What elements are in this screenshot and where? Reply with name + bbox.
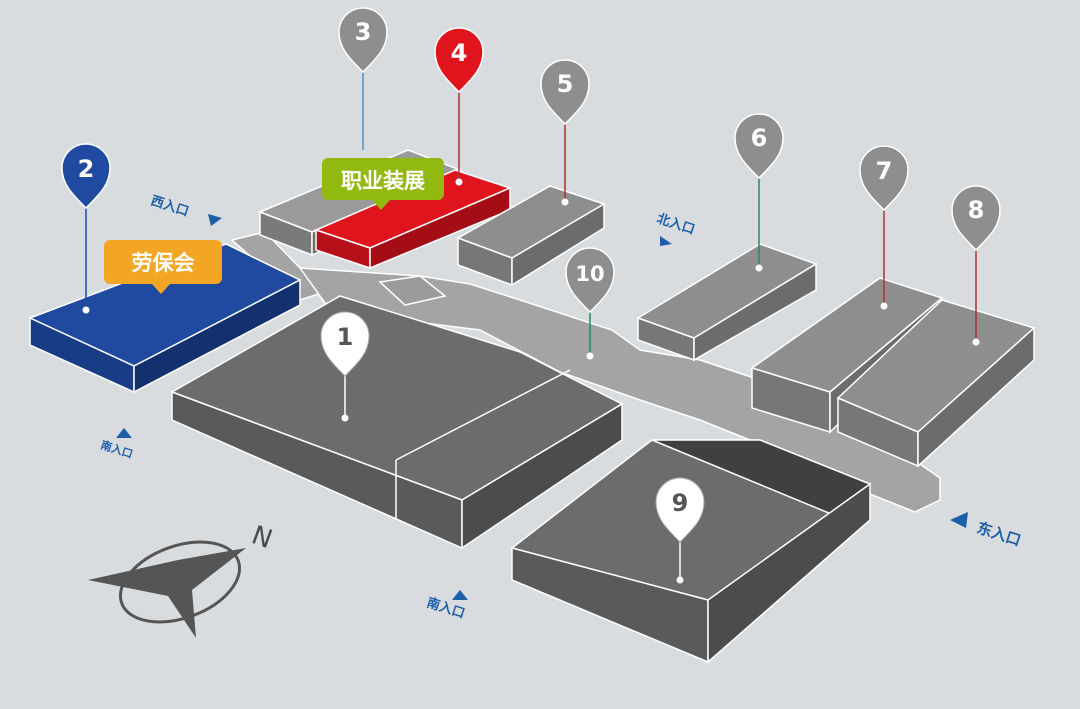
entrance-west-label: 西入口 [149, 194, 191, 220]
compass-needle-icon [88, 548, 246, 638]
hall-6-building [636, 243, 818, 362]
compass: N [88, 520, 276, 638]
hall-2-building [28, 243, 302, 394]
hall-pin-5[interactable]: 5 [540, 59, 590, 125]
hall-number-3: 3 [355, 18, 372, 46]
hall-number-2: 2 [78, 155, 95, 183]
entrance-east-label: 东入口 [975, 519, 1023, 550]
hall-1-building [170, 295, 624, 550]
hall-pin-4[interactable]: 4 [434, 27, 484, 93]
hall-number-9: 9 [672, 489, 689, 517]
hall-number-4: 4 [451, 39, 468, 67]
entrance-east[interactable]: 东入口 [950, 512, 1023, 550]
entrance-west-arrow-icon [208, 214, 222, 226]
entrance-north[interactable]: 北入口 [655, 212, 697, 246]
hall-pin-9[interactable]: 9 [655, 477, 705, 543]
entrance-south-left-arrow-icon [116, 428, 132, 438]
entrance-south-right[interactable]: 南入口 [425, 590, 468, 622]
hall-pin-6[interactable]: 6 [734, 113, 784, 179]
entrance-south-left-label: 南入口 [99, 438, 135, 462]
entrance-south-right-arrow-icon [452, 590, 468, 600]
hall-number-1: 1 [337, 323, 354, 351]
callout-laobaohui[interactable]: 劳保会 [104, 240, 222, 294]
entrance-west[interactable]: 西入口 [149, 194, 222, 226]
hall-pin-7[interactable]: 7 [859, 145, 909, 211]
hall-number-10: 10 [575, 262, 604, 286]
hall-number-7: 7 [876, 157, 893, 185]
compass-north-label: N [248, 520, 277, 555]
hall-pin-2[interactable]: 2 [61, 143, 111, 209]
hall-pin-8[interactable]: 8 [951, 185, 1001, 251]
callout-laobaohui-text: 劳保会 [132, 251, 195, 275]
pin-stems [85, 72, 977, 580]
entrance-north-label: 北入口 [655, 212, 697, 238]
callout-zhiyezhuangzhan-text: 职业装展 [341, 169, 425, 193]
hall-number-6: 6 [751, 124, 768, 152]
hall-pin-10[interactable]: 10 [565, 247, 615, 313]
hall-pin-1[interactable]: 1 [320, 311, 370, 377]
hall-pin-3[interactable]: 3 [338, 7, 388, 73]
entrance-north-arrow-icon [660, 236, 672, 246]
location-dots [82, 178, 980, 584]
hall-8-building [836, 299, 1036, 468]
entrance-east-arrow-icon [950, 512, 968, 528]
hall-4-building [313, 169, 513, 270]
callout-zhiyezhuangzhan[interactable]: 职业装展 [322, 158, 444, 210]
hall-number-8: 8 [968, 196, 985, 224]
hall-number-5: 5 [557, 70, 574, 98]
entrance-south-left[interactable]: 南入口 [99, 428, 135, 461]
corridor-connector [378, 275, 447, 306]
